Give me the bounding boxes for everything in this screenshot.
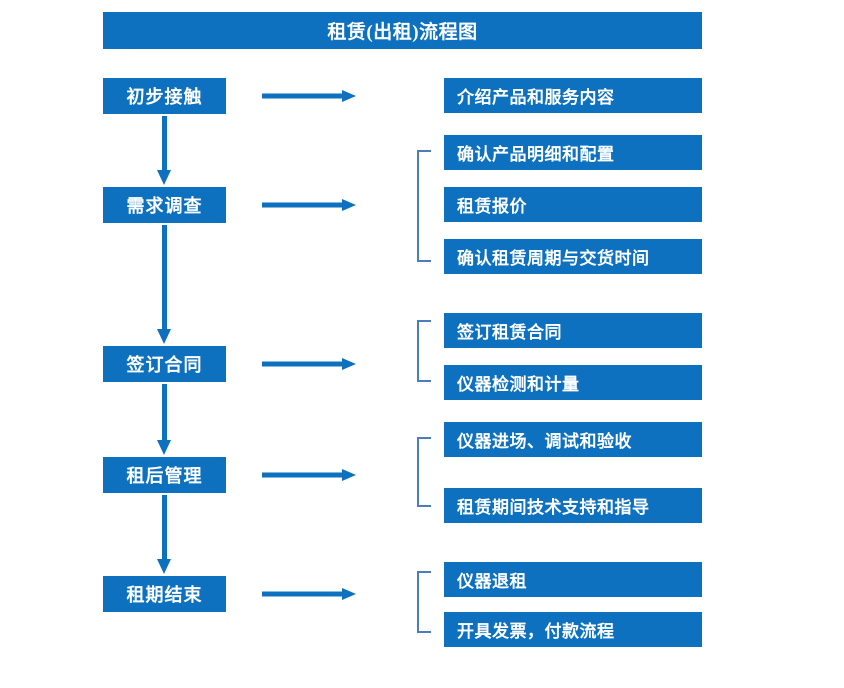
down-arrow-2	[157, 225, 171, 344]
down-arrow-4	[157, 495, 171, 574]
detail-box-9[interactable]: 仪器退租	[444, 562, 702, 597]
detail-box-8[interactable]: 租赁期间技术支持和指导	[444, 488, 702, 523]
group-bracket-3	[417, 437, 431, 507]
right-arrow-3	[262, 358, 356, 370]
right-arrow-4	[262, 469, 356, 481]
down-arrow-3	[157, 384, 171, 455]
stage-box-2[interactable]: 需求调查	[103, 187, 226, 223]
detail-box-7[interactable]: 仪器进场、调试和验收	[444, 422, 702, 457]
detail-box-3[interactable]: 租赁报价	[444, 187, 702, 222]
right-arrow-1	[262, 90, 356, 102]
diagram-title: 租赁(出租)流程图	[103, 12, 702, 49]
detail-box-2[interactable]: 确认产品明细和配置	[444, 135, 702, 170]
group-bracket-2	[417, 320, 431, 382]
detail-box-4[interactable]: 确认租赁周期与交货时间	[444, 239, 702, 274]
stage-box-1[interactable]: 初步接触	[103, 78, 226, 114]
group-bracket-4	[417, 571, 431, 633]
down-arrow-1	[157, 116, 171, 185]
stage-box-5[interactable]: 租期结束	[103, 576, 226, 612]
right-arrow-2	[262, 199, 356, 211]
detail-box-1[interactable]: 介绍产品和服务内容	[444, 78, 702, 113]
detail-box-6[interactable]: 仪器检测和计量	[444, 365, 702, 400]
stage-box-3[interactable]: 签订合同	[103, 346, 226, 382]
group-bracket-1	[417, 150, 431, 262]
stage-box-4[interactable]: 租后管理	[103, 457, 226, 493]
detail-box-10[interactable]: 开具发票，付款流程	[444, 612, 702, 647]
right-arrow-5	[262, 588, 356, 600]
detail-box-5[interactable]: 签订租赁合同	[444, 313, 702, 348]
